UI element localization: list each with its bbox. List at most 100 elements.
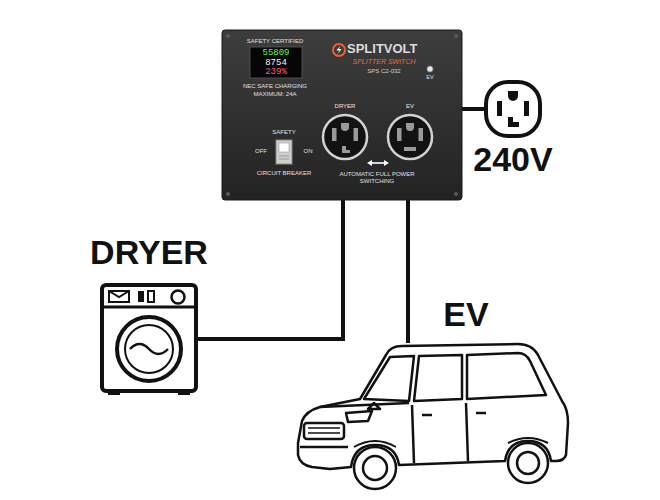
dryer-receptacle <box>323 115 367 159</box>
ev-receptacle <box>397 128 402 141</box>
panel-label: NEC SAFE CHARGING <box>243 83 307 89</box>
receptacle-label: DRYER <box>335 103 356 109</box>
appliance-heading: DRYER <box>90 235 208 269</box>
circuit-breaker <box>276 140 292 164</box>
ev-car <box>354 441 396 447</box>
ev-indicator-led <box>427 66 433 72</box>
logo-icon <box>333 44 345 56</box>
ev-car <box>320 403 409 407</box>
dryer-receptacle <box>341 123 349 131</box>
circuit-breaker <box>276 140 292 164</box>
switch-state: ON <box>304 148 313 154</box>
panel-label: MAXIMUM: 24A <box>253 91 296 97</box>
circuit-breaker <box>279 159 289 160</box>
ev-car <box>364 356 414 401</box>
brand-logo: SPLITVOLT <box>347 42 418 55</box>
dryer-receptacle <box>323 115 367 159</box>
receptacle-label: EV <box>406 103 414 109</box>
power-cable <box>406 200 410 343</box>
ev-car <box>346 411 372 422</box>
indicator-label: EV <box>426 75 433 81</box>
switching-arrow <box>371 162 385 164</box>
dryer-machine <box>108 390 120 395</box>
logo-icon <box>333 44 345 56</box>
ev-receptacle <box>404 147 416 151</box>
ev-car <box>304 423 344 439</box>
dryer-machine <box>172 291 185 304</box>
dryer-receptacle <box>342 146 350 153</box>
ev-car <box>298 344 568 489</box>
dryer-machine <box>125 325 173 373</box>
ev-receptacle <box>388 115 432 159</box>
switching-arrow <box>367 160 372 166</box>
ev-receptacle <box>388 115 432 159</box>
dryer-machine <box>109 291 129 302</box>
product-name: SPLITTER SWITCH <box>352 58 415 65</box>
ev-car <box>508 438 548 443</box>
panel-label: SAFETY <box>272 129 295 135</box>
vehicle-heading: EV <box>443 297 488 331</box>
electric-vehicle: EV <box>290 343 572 490</box>
circuit-breaker <box>279 156 289 157</box>
lcd-display <box>250 47 302 78</box>
ev-car <box>517 452 539 474</box>
dryer-machine <box>102 285 196 391</box>
switch-state: OFF <box>255 148 267 154</box>
ev-receptacle <box>406 123 414 131</box>
lcd-reading: 239% <box>265 68 287 77</box>
dryer-machine <box>102 285 196 395</box>
ev-car <box>414 355 462 401</box>
ev-car <box>508 443 548 483</box>
dryer-receptacle <box>332 128 337 141</box>
ev-car <box>476 412 486 415</box>
ev-car <box>368 403 380 409</box>
dryer-machine <box>109 291 129 297</box>
wall-outlet-symbol <box>486 82 540 136</box>
power-cable <box>198 200 343 339</box>
lcd-reading: 8754 <box>265 59 287 68</box>
lcd-display <box>250 47 302 78</box>
switching-arrow <box>367 160 389 166</box>
splitter-panel: SAFETY CERTIFIED 558098754239% NEC SAFE CH… <box>222 30 462 200</box>
dryer-machine <box>117 317 181 381</box>
splitter-panel-body <box>454 192 458 196</box>
splitter-panel-body <box>226 34 230 38</box>
dryer-machine <box>130 344 168 354</box>
wall-outlet-symbol <box>508 117 519 127</box>
dryer-machine <box>148 291 154 302</box>
ev-car <box>467 353 546 399</box>
ev-receptacle <box>419 128 424 141</box>
ev-car <box>466 403 468 461</box>
wall-outlet-symbol <box>497 101 502 116</box>
panel-label: SAFETY CERTIFIED <box>247 38 303 44</box>
splitter-panel-body <box>226 192 230 196</box>
splitter-panel-body <box>222 30 462 200</box>
dryer-appliance: DRYER <box>100 283 198 395</box>
voltage-label: 240V <box>473 142 552 176</box>
ev-car <box>354 447 396 489</box>
ev-indicator-led <box>427 66 433 72</box>
model-number: SPS C2-032 <box>367 68 400 74</box>
dryer-machine <box>178 390 190 395</box>
splitter-panel-body <box>454 34 458 38</box>
dryer-machine <box>138 291 144 302</box>
ev-car <box>412 405 414 463</box>
dryer-receptacle <box>354 128 359 141</box>
dryer-machine <box>102 306 196 309</box>
wall-outlet-symbol <box>524 101 529 116</box>
feature-note: AUTOMATIC FULL POWER SWITCHING <box>336 171 418 185</box>
logo-icon <box>337 46 342 55</box>
lcd-reading: 55809 <box>262 49 289 58</box>
power-cable <box>462 107 484 111</box>
splitter-panel-body <box>222 30 462 200</box>
panel-label: CIRCUIT BREAKER <box>257 170 312 176</box>
wall-outlet-symbol <box>486 82 540 136</box>
switching-arrow <box>384 160 389 166</box>
ev-car <box>300 446 348 449</box>
wall-outlet-symbol <box>508 91 518 101</box>
ev-car <box>422 414 432 417</box>
ev-car <box>308 428 340 433</box>
wall-outlet: 240V <box>484 80 542 138</box>
